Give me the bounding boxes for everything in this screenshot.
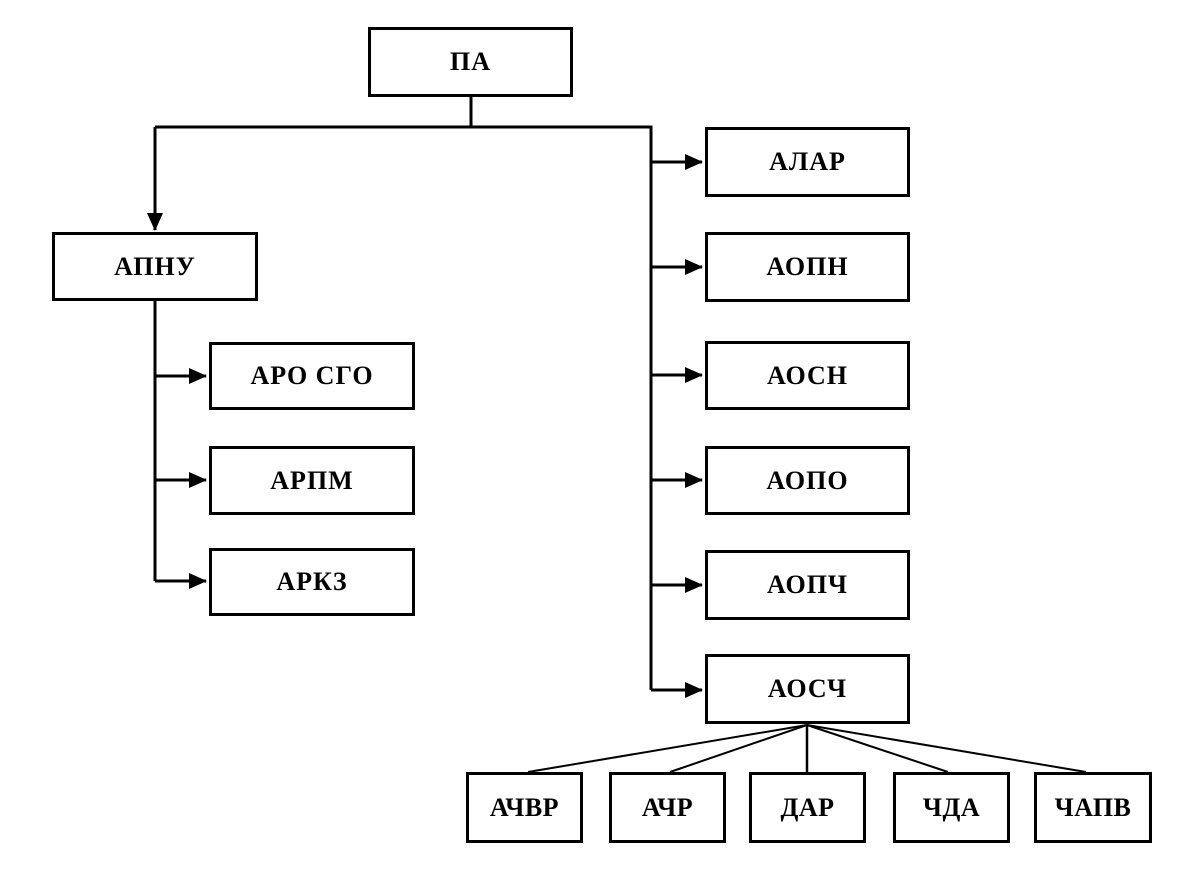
node-arkz: АРКЗ	[209, 548, 415, 616]
connector-fan-to-chda	[806, 724, 949, 773]
node-achvr: АЧВР	[466, 772, 583, 843]
node-arpm: АРПМ	[209, 446, 415, 515]
node-aopch: АОПЧ	[705, 550, 910, 620]
connector-top-bar-and-right-trunk	[155, 125, 653, 690]
node-chda: ЧДА	[893, 772, 1010, 843]
node-dar: ДАР	[749, 772, 866, 843]
node-aopo: АОПО	[705, 446, 910, 515]
node-apnu: АПНУ	[52, 232, 258, 301]
node-aro-sgo: АРО СГО	[209, 342, 415, 410]
node-chapv: ЧАПВ	[1034, 772, 1152, 843]
node-aosn: АОСН	[705, 341, 910, 410]
node-aopn: АОПН	[705, 232, 910, 302]
connector-fan-to-chapv	[806, 724, 1087, 773]
node-alar: АЛАР	[705, 127, 910, 197]
connector-fan-to-achvr	[527, 724, 808, 773]
connector-fan-to-achr	[669, 724, 808, 773]
node-aosch: АОСЧ	[705, 654, 910, 724]
node-pa: ПА	[368, 27, 573, 97]
node-achr: АЧР	[609, 772, 726, 843]
